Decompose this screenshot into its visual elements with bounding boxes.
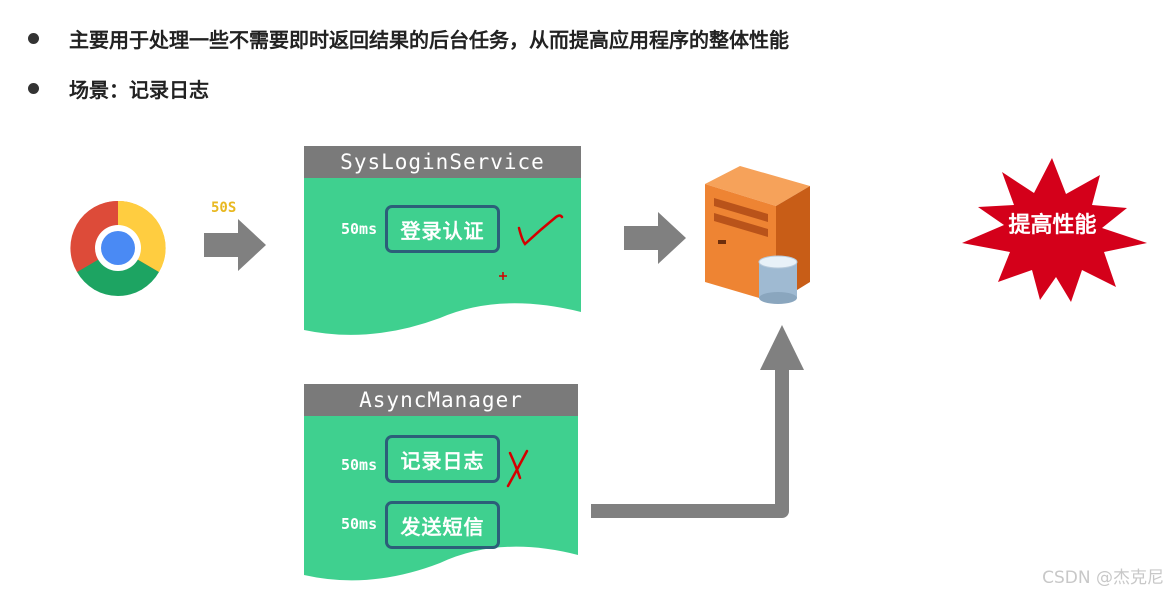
chrome-icon — [70, 200, 166, 297]
async-to-server-arrow — [591, 325, 804, 518]
send-sms-task: 发送短信 — [385, 501, 500, 549]
bullet-item-2: 场景：记录日志 — [28, 74, 209, 103]
x-annotation — [506, 449, 529, 488]
login-service-panel — [304, 174, 581, 335]
bullet-dot — [28, 33, 39, 44]
check-annotation — [517, 214, 564, 246]
plus-annotation — [499, 272, 507, 280]
login-task-time: 50ms — [341, 220, 378, 238]
async-manager-panel — [304, 414, 578, 581]
bullet-dot — [28, 83, 39, 94]
watermark: CSDN @杰克尼 — [1042, 568, 1164, 588]
sms-task-time: 50ms — [341, 515, 378, 533]
service-to-server-arrow — [624, 212, 686, 264]
log-task-time: 50ms — [341, 456, 378, 474]
server-database-icon — [705, 166, 810, 304]
burst-shape — [962, 158, 1147, 302]
bullet-text: 主要用于处理一些不需要即时返回结果的后台任务，从而提高应用程序的整体性能 — [69, 28, 789, 52]
request-arrow — [204, 219, 266, 271]
request-label: 50S — [211, 200, 237, 216]
login-service-title: SysLoginService — [304, 146, 581, 178]
bullet-item-1: 主要用于处理一些不需要即时返回结果的后台任务，从而提高应用程序的整体性能 — [28, 24, 789, 53]
bullet-text: 场景：记录日志 — [69, 78, 209, 102]
async-manager-title: AsyncManager — [304, 384, 578, 416]
log-record-task: 记录日志 — [385, 435, 500, 483]
login-auth-task: 登录认证 — [385, 205, 500, 253]
burst-label: 提高性能 — [1008, 213, 1097, 238]
